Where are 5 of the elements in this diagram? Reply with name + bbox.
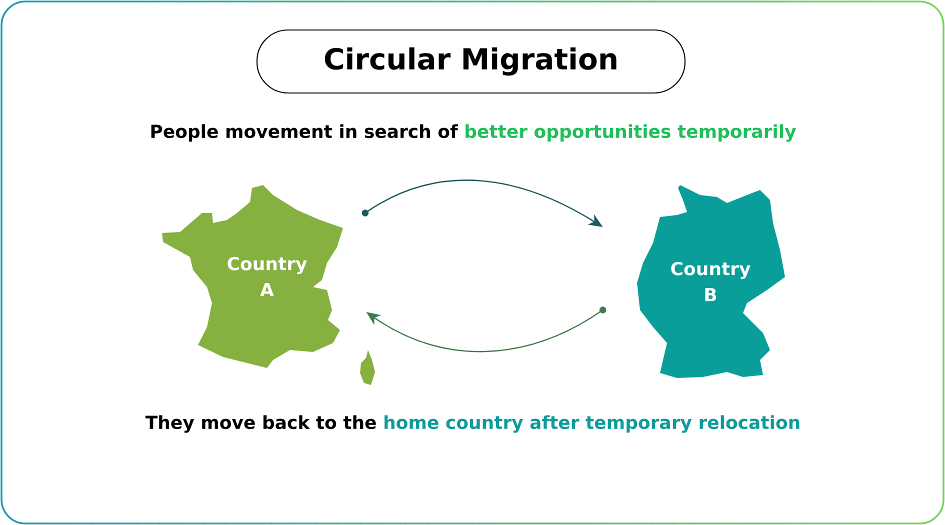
country-map: Country A — [162, 185, 375, 385]
description-text: People movement in search of better opportunities temporarily — [151, 124, 796, 142]
title-banner: Circular Migration — [256, 29, 686, 94]
description-text: They move back to the home country after temporary relocation — [145, 415, 800, 433]
country-map: Country B — [637, 185, 785, 378]
